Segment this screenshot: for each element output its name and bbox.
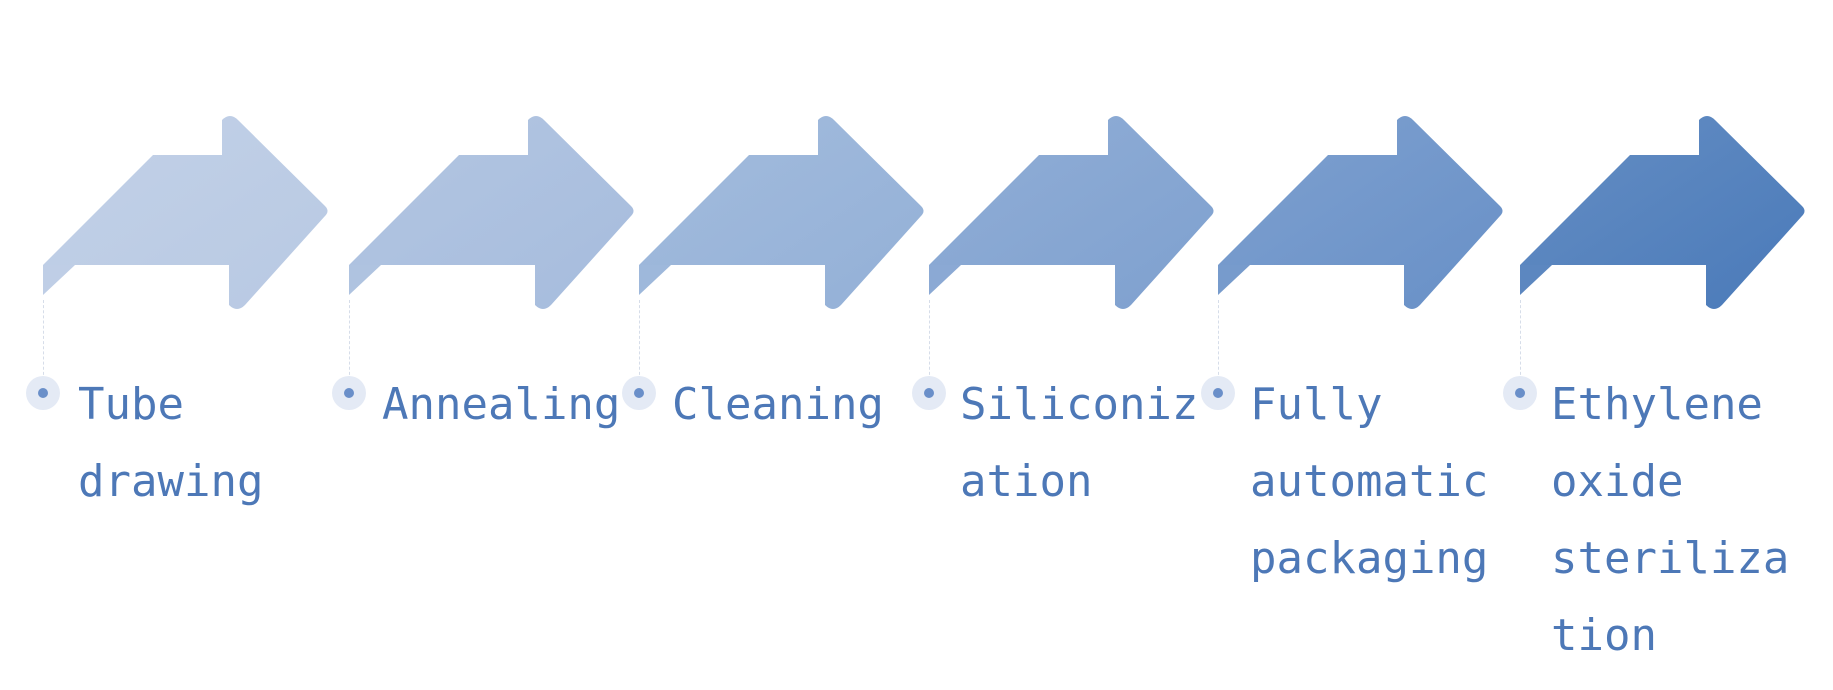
leader-line bbox=[43, 300, 44, 380]
step-label: Ethylene oxide steriliza tion bbox=[1551, 379, 1790, 661]
step-marker bbox=[1503, 376, 1537, 410]
step-label: Annealing bbox=[382, 379, 621, 430]
process-arrow-icon bbox=[1218, 116, 1503, 309]
step-label: Siliconiz ation bbox=[960, 379, 1199, 507]
step-label: Fully automatic packaging bbox=[1250, 379, 1489, 584]
process-step: Cleaning bbox=[596, 0, 924, 690]
process-arrow-icon bbox=[929, 116, 1214, 309]
step-marker bbox=[622, 376, 656, 410]
process-step: Tube drawing bbox=[0, 0, 328, 690]
process-step: Fully automatic packaging bbox=[1175, 0, 1503, 690]
leader-line bbox=[349, 300, 350, 380]
process-arrow-icon bbox=[1520, 116, 1805, 309]
step-marker bbox=[1201, 376, 1235, 410]
process-arrow-icon bbox=[43, 116, 328, 309]
leader-line bbox=[929, 300, 930, 380]
leader-line bbox=[639, 300, 640, 380]
leader-line bbox=[1520, 300, 1521, 380]
step-label: Tube drawing bbox=[78, 379, 264, 507]
leader-line bbox=[1218, 300, 1219, 380]
process-step: Ethylene oxide steriliza tion bbox=[1477, 0, 1805, 690]
process-arrow-icon bbox=[349, 116, 634, 309]
process-step: Siliconiz ation bbox=[886, 0, 1214, 690]
step-marker bbox=[912, 376, 946, 410]
step-label: Cleaning bbox=[672, 379, 884, 430]
process-step: Annealing bbox=[306, 0, 634, 690]
process-arrow-icon bbox=[639, 116, 924, 309]
step-marker bbox=[332, 376, 366, 410]
step-marker bbox=[26, 376, 60, 410]
